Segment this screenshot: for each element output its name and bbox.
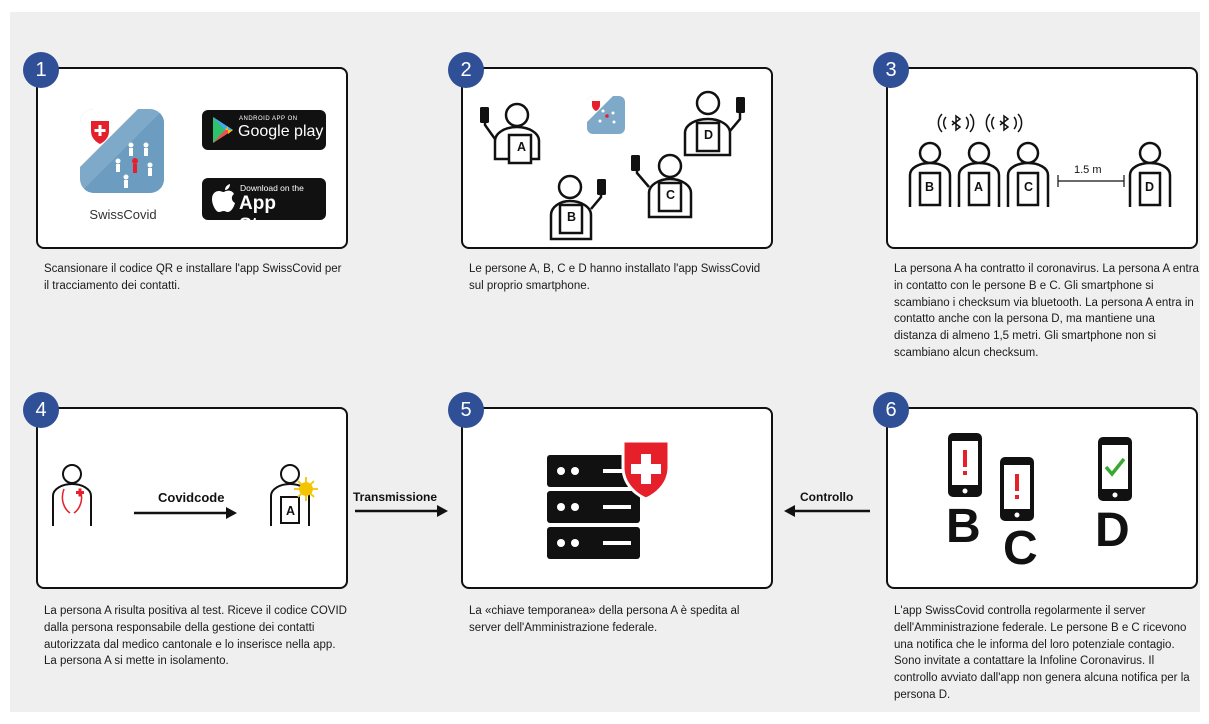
control-label: Controllo — [800, 490, 854, 504]
step-3-badge: 3 — [873, 52, 909, 88]
covidcode-label: Covidcode — [158, 490, 225, 505]
step-6-badge: 6 — [873, 392, 909, 428]
notification-phones-illustration — [948, 433, 1132, 521]
swisscovid-app-icon — [80, 109, 164, 193]
google-play-label: Google play — [238, 123, 324, 140]
step-2-badge: 2 — [448, 52, 484, 88]
step-4-panel: Covidcode A — [36, 407, 348, 589]
google-play-small-text: ANDROID APP ON — [239, 116, 298, 122]
persons-with-phones-illustration — [480, 90, 745, 241]
person-c-label: C — [1024, 180, 1034, 194]
check-icon — [1104, 457, 1126, 477]
google-play-icon — [213, 117, 233, 143]
person-d-label: D — [704, 128, 714, 142]
covidcode-illustration — [52, 464, 318, 526]
app-store-button[interactable]: Download on the App Store — [202, 178, 326, 236]
step-5-panel — [461, 407, 773, 589]
step-1-badge: 1 — [23, 52, 59, 88]
person-a-label: A — [286, 504, 296, 518]
google-play-button[interactable]: ANDROID APP ON Google play — [202, 110, 326, 150]
person-a-label: A — [517, 140, 527, 154]
virus-icon — [294, 477, 318, 501]
person-b-label: B — [946, 500, 981, 553]
step-6-panel: B C D — [886, 407, 1198, 589]
person-c-label: C — [1003, 522, 1038, 575]
step-5-caption: La «chiave temporanea» della persona A è… — [469, 605, 740, 634]
person-c-label: C — [666, 188, 676, 202]
transmission-label: Transmissione — [353, 490, 438, 504]
federal-server-icon — [547, 439, 671, 559]
person-d-label: D — [1095, 504, 1130, 557]
apple-icon — [212, 184, 235, 212]
person-a-label: A — [974, 180, 984, 194]
step-6-caption: L'app SwissCovid controlla regolarmente … — [894, 605, 1190, 701]
step-3-panel: B A C D 1.5 m — [886, 67, 1198, 249]
person-b-label: B — [567, 210, 577, 224]
app-store-small-text: Download on the — [240, 183, 304, 193]
step-4-caption: La persona A risulta positiva al test. R… — [44, 605, 347, 668]
step-4-badge: 4 — [23, 392, 59, 428]
step-5-badge: 5 — [448, 392, 484, 428]
person-b-label: B — [925, 180, 935, 194]
step-1-caption: Scansionare il codice QR e installare l'… — [44, 263, 342, 292]
bluetooth-icon — [937, 113, 1023, 133]
step-2-caption: Le persone A, B, C e D hanno installato … — [469, 263, 761, 292]
step-3-caption: La persona A ha contratto il coronavirus… — [894, 263, 1199, 359]
step-2-panel: A B C D — [461, 67, 773, 249]
bluetooth-contact-illustration — [908, 113, 1172, 207]
distance-label: 1.5 m — [1074, 164, 1102, 176]
person-d-label: D — [1145, 180, 1155, 194]
app-store-label: App Store — [239, 193, 288, 236]
step-1-panel: SwissCovid ANDROID APP ON Google play Do… — [36, 67, 348, 249]
app-name: SwissCovid — [89, 207, 157, 222]
